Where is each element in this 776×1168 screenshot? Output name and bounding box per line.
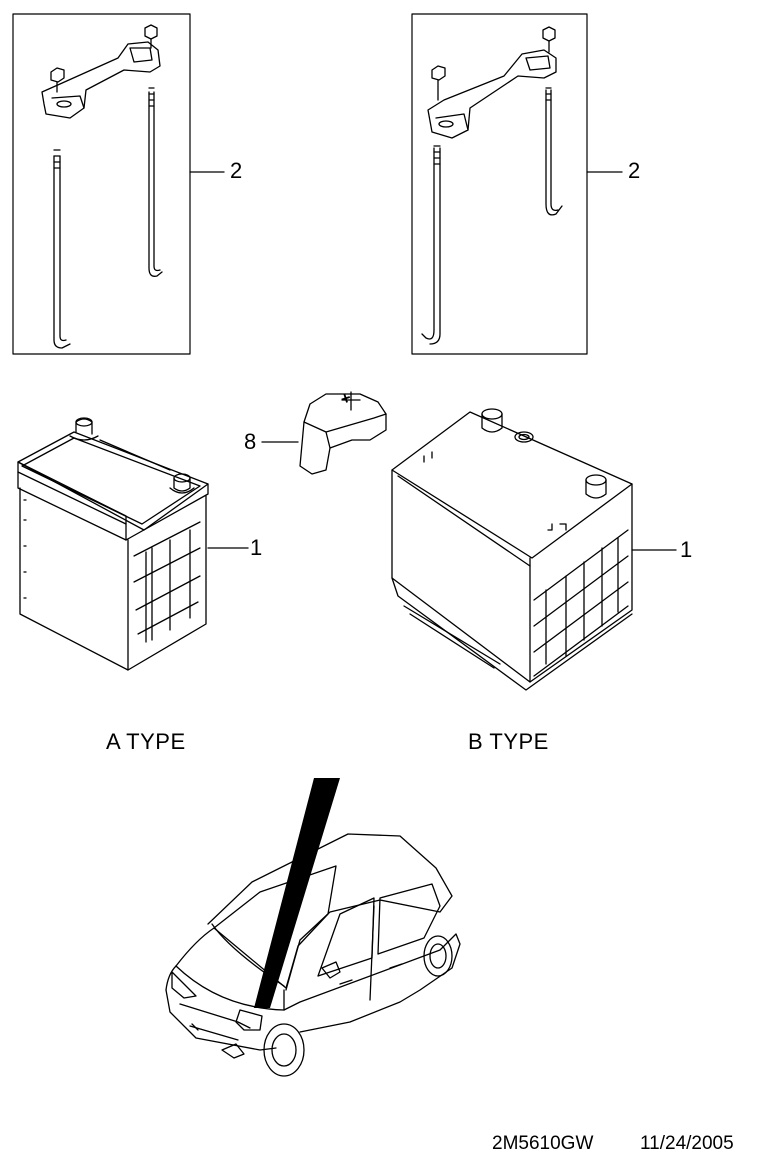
vehicle-illustration [165, 833, 461, 1077]
type-b-label: B TYPE [468, 729, 549, 754]
battery-a-illustration [17, 417, 249, 671]
callout-battery-a: 1 [250, 535, 263, 560]
drawing-date: 11/24/2005 [640, 1133, 734, 1154]
callout-bracket-a: 2 [230, 158, 243, 183]
callout-battery-b: 1 [680, 537, 693, 562]
terminal-cover-illustration [261, 391, 387, 475]
drawing-code: 2M5610GW [492, 1133, 594, 1154]
battery-b-illustration [391, 408, 677, 691]
bracket-panel-b [411, 13, 623, 355]
type-a-label: A TYPE [106, 729, 186, 754]
callout-bracket-b: 2 [628, 158, 641, 183]
callout-terminal-cover: 8 [244, 429, 257, 454]
bracket-panel-a [12, 13, 225, 355]
location-pointer [254, 778, 340, 1008]
